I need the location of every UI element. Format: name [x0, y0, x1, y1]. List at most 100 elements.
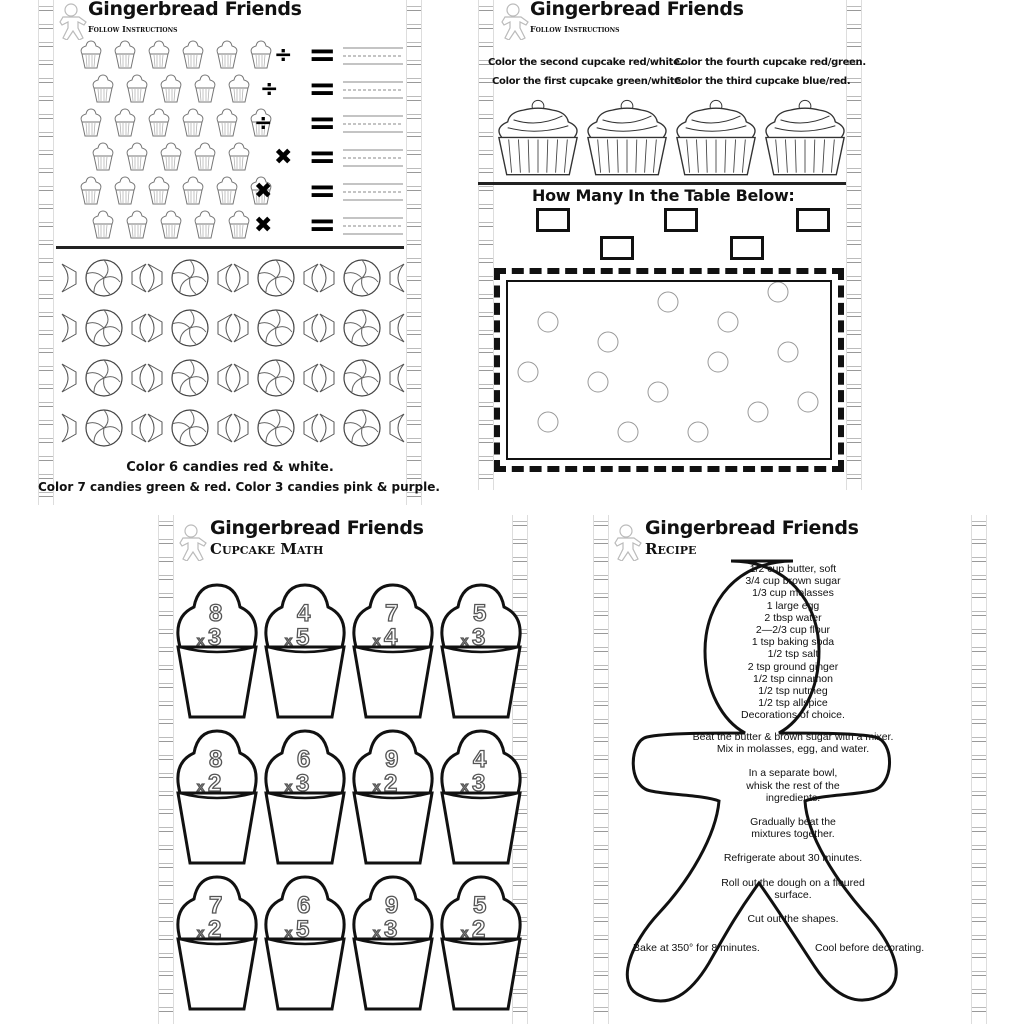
peppermint-candy[interactable] [233, 259, 319, 297]
top-number: 5 [473, 892, 486, 919]
bottom-number: 2 [208, 770, 221, 797]
peppermint-candy[interactable] [147, 259, 233, 297]
bottom-number: 3 [472, 624, 485, 651]
cupcake-picture [194, 74, 216, 103]
worksheet-recipe: Gingerbread Friends Recipe 1/2 cup butte… [593, 515, 987, 1024]
cupcake-picture [228, 74, 250, 103]
peppermint-candy[interactable] [61, 309, 147, 347]
bottom-number: 2 [208, 916, 221, 943]
chicken-picture [767, 281, 789, 303]
cupcake-picture [148, 108, 170, 137]
cupcake-picture [114, 108, 136, 137]
worksheet-subtitle: Cupcake Math [210, 540, 324, 558]
ingredient: 1/2 tsp allspice [758, 697, 828, 710]
ingredient: 1/2 tsp nutmeg [758, 685, 828, 698]
lollipop-picture [657, 291, 679, 313]
cupcake-picture [228, 142, 250, 171]
gingerbread-icon [496, 2, 530, 40]
multiply-sign: x [197, 779, 205, 794]
cupcake-picture [160, 210, 182, 239]
step-text: mixtures together. [751, 828, 835, 841]
peppermint-candy[interactable] [233, 409, 319, 447]
ingredient: 1 large egg [766, 599, 820, 612]
answer-box[interactable] [600, 236, 634, 260]
step-text: Beat the butter & brown sugar with a mix… [692, 731, 894, 743]
worksheet-subtitle: Recipe [645, 540, 697, 558]
ingredient: 2 tsp ground ginger [747, 660, 839, 673]
equals-sign: = [308, 103, 337, 143]
peppermint-candy[interactable] [147, 409, 233, 447]
answer-box[interactable] [664, 208, 698, 232]
operator-symbol: ÷ [274, 43, 292, 68]
peppermint-candy[interactable] [233, 359, 319, 397]
equals-sign: = [308, 205, 337, 245]
answer-box[interactable] [730, 236, 764, 260]
cupcake-3[interactable] [676, 99, 756, 176]
divider [478, 182, 846, 185]
top-number: 4 [473, 746, 487, 773]
multiply-sign: x [285, 925, 293, 940]
cupcake-picture [126, 142, 148, 171]
peppermint-candy[interactable] [233, 309, 319, 347]
equals-sign: = [308, 137, 337, 177]
peppermint-candy[interactable] [319, 309, 405, 347]
donut-picture [537, 311, 559, 333]
peppermint-candy[interactable] [147, 309, 233, 347]
cupcake-2[interactable] [587, 99, 667, 176]
peppermint-candy[interactable] [61, 409, 147, 447]
operator-symbol: ✖ [254, 179, 272, 204]
worksheet-title: Gingerbread Friends [210, 517, 424, 539]
multiply-sign: x [373, 779, 381, 794]
top-number: 5 [473, 600, 486, 627]
top-number: 8 [209, 600, 222, 627]
operator-symbol: ✖ [254, 213, 272, 238]
cupcake-picture [148, 40, 170, 69]
peppermint-candy[interactable] [147, 359, 233, 397]
multiply-sign: x [461, 779, 469, 794]
peppermint-candy[interactable] [61, 259, 147, 297]
cupcake-picture [587, 371, 609, 393]
answer-box[interactable] [796, 208, 830, 232]
peppermint-candy[interactable] [61, 359, 147, 397]
ornament-border-left [478, 0, 494, 490]
step-text: Roll out the dough on a floured [721, 876, 865, 889]
cupcake-1[interactable] [498, 99, 578, 176]
ingredient: 2 tbsp water [764, 611, 822, 624]
answer-box[interactable] [536, 208, 570, 232]
cupcake-4[interactable] [765, 99, 845, 176]
section-heading: How Many In the Table Below: [532, 186, 795, 205]
top-number: 6 [297, 746, 310, 773]
cupcake-picture [114, 40, 136, 69]
worksheet-subtitle: Follow Instructions [530, 24, 620, 34]
peppermint-candy[interactable] [319, 359, 405, 397]
instruction-line: Color 7 candies green & red. Color 3 can… [38, 480, 440, 494]
counting-table [494, 268, 844, 472]
ornament-border-left [38, 0, 54, 505]
division-problems: ÷=÷=÷=✖=✖=✖= [78, 35, 408, 245]
step-text: In a separate bowl, [748, 767, 838, 780]
cupcake-picture [160, 74, 182, 103]
multiply-sign: x [197, 925, 205, 940]
gingerbread-icon [54, 2, 88, 40]
top-number: 4 [297, 600, 311, 627]
lollipop-picture [647, 381, 669, 403]
table-items [506, 280, 832, 460]
peppermint-candy[interactable] [319, 259, 405, 297]
cupcake-picture [92, 142, 114, 171]
cupcake-picture [216, 108, 238, 137]
step-text: Mix in molasses, egg, and water. [716, 743, 870, 756]
cupcake-picture [216, 40, 238, 69]
peppermint-candy[interactable] [319, 409, 405, 447]
